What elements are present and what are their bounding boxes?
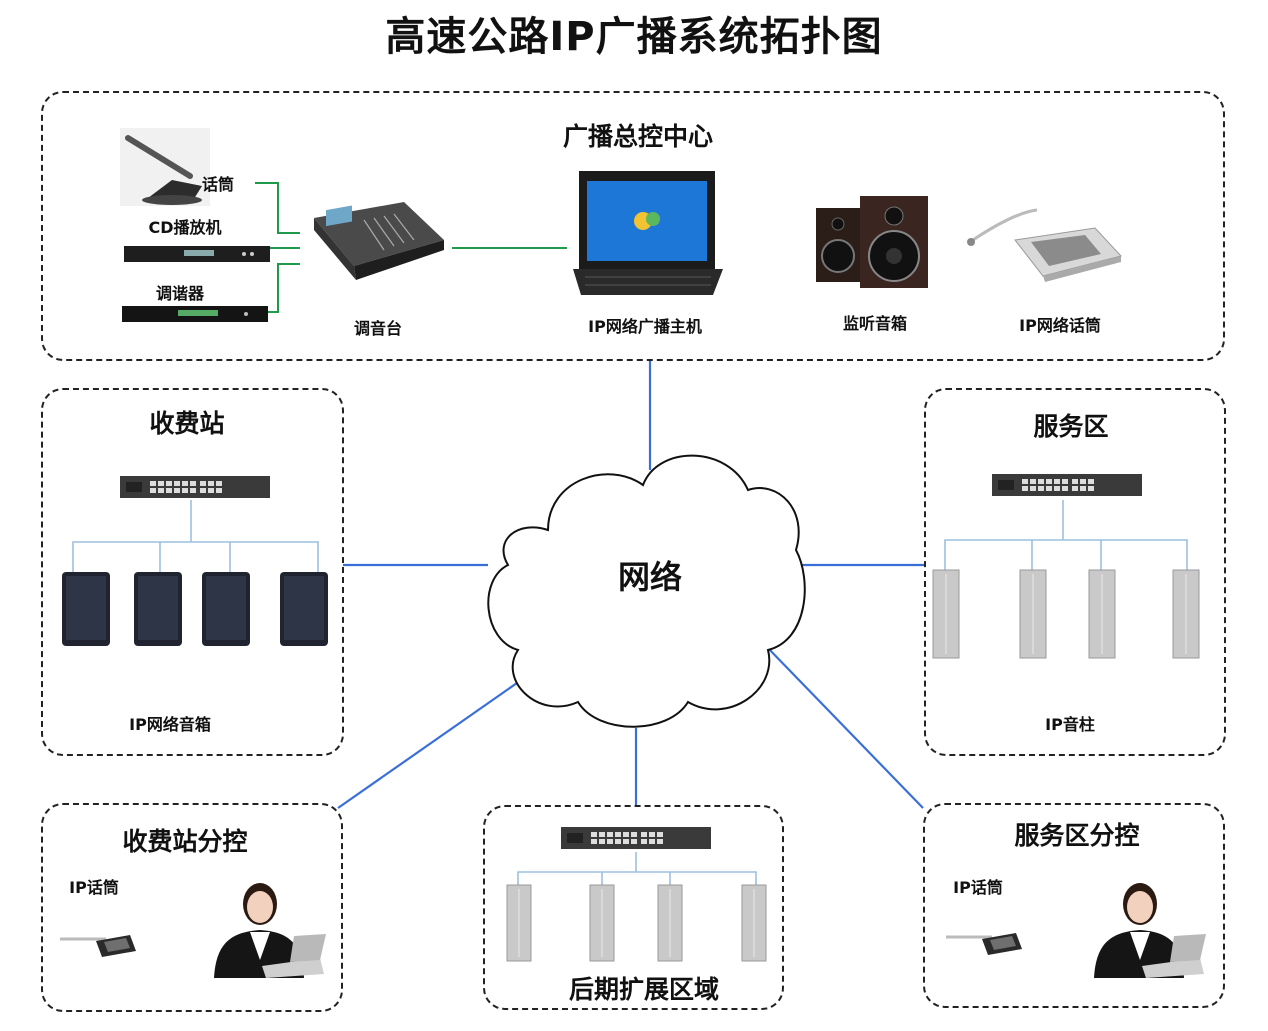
monitor-speakers-label: 监听音箱 (842, 314, 907, 333)
toll-substation-heading: 收费站分控 (122, 827, 248, 856)
network-switch-icon (120, 476, 270, 498)
service-substation-heading: 服务区分控 (1014, 821, 1140, 850)
expansion-box (483, 805, 784, 1010)
ip-mic-icon (60, 935, 136, 957)
host-label: IP网络广播主机 (588, 317, 702, 336)
mic-label: 话筒 (201, 175, 234, 194)
column-speakers-icon (932, 569, 1200, 659)
operator-icon (214, 883, 326, 978)
link-tuner-mixer (268, 263, 300, 313)
link-mic-mixer (255, 182, 300, 234)
tuner-icon (122, 306, 268, 322)
monitor-speakers-icon (816, 196, 928, 288)
toll-station-heading: 收费站 (149, 409, 225, 438)
tuner-label: 调谐器 (155, 284, 204, 303)
network-switch-icon (561, 827, 711, 849)
network-switch-icon (992, 474, 1142, 496)
service-area-heading: 服务区 (1033, 412, 1109, 441)
expansion-heading: 后期扩展区域 (568, 975, 719, 1004)
desk-microphone-icon (120, 128, 210, 206)
column-speaker-label: IP音柱 (1045, 715, 1095, 734)
link-toll-substation (337, 675, 528, 809)
diagram-title: 高速公路IP广播系统拓扑图 (385, 14, 883, 60)
toll-substation-box (41, 803, 343, 1012)
service-area-box (924, 388, 1226, 756)
ip-mic-label: IP网络话筒 (1019, 316, 1101, 335)
ip-speaker-label: IP网络音箱 (129, 715, 211, 734)
ip-network-mic-icon (967, 208, 1122, 282)
link-service-substation (764, 644, 924, 809)
network-label: 网络 (617, 558, 682, 596)
mixer-console-icon (314, 202, 444, 280)
service-ip-mic-label: IP话筒 (953, 878, 1003, 897)
toll-ip-mic-label: IP话筒 (69, 878, 119, 897)
control-center-box (41, 91, 1225, 361)
cd-player-label: CD播放机 (148, 218, 222, 237)
ip-speakers-icon (62, 572, 328, 646)
ip-mic-icon (946, 933, 1022, 955)
control-center-heading: 广播总控中心 (562, 122, 713, 151)
cd-player-icon (124, 246, 270, 262)
service-substation-box (923, 803, 1225, 1008)
toll-station-box (41, 388, 344, 756)
column-speakers-icon (506, 884, 767, 962)
network-cloud-icon (487, 454, 806, 728)
operator-icon (1094, 883, 1206, 978)
mixer-label: 调音台 (353, 319, 402, 338)
broadcast-host-icon (573, 171, 723, 295)
